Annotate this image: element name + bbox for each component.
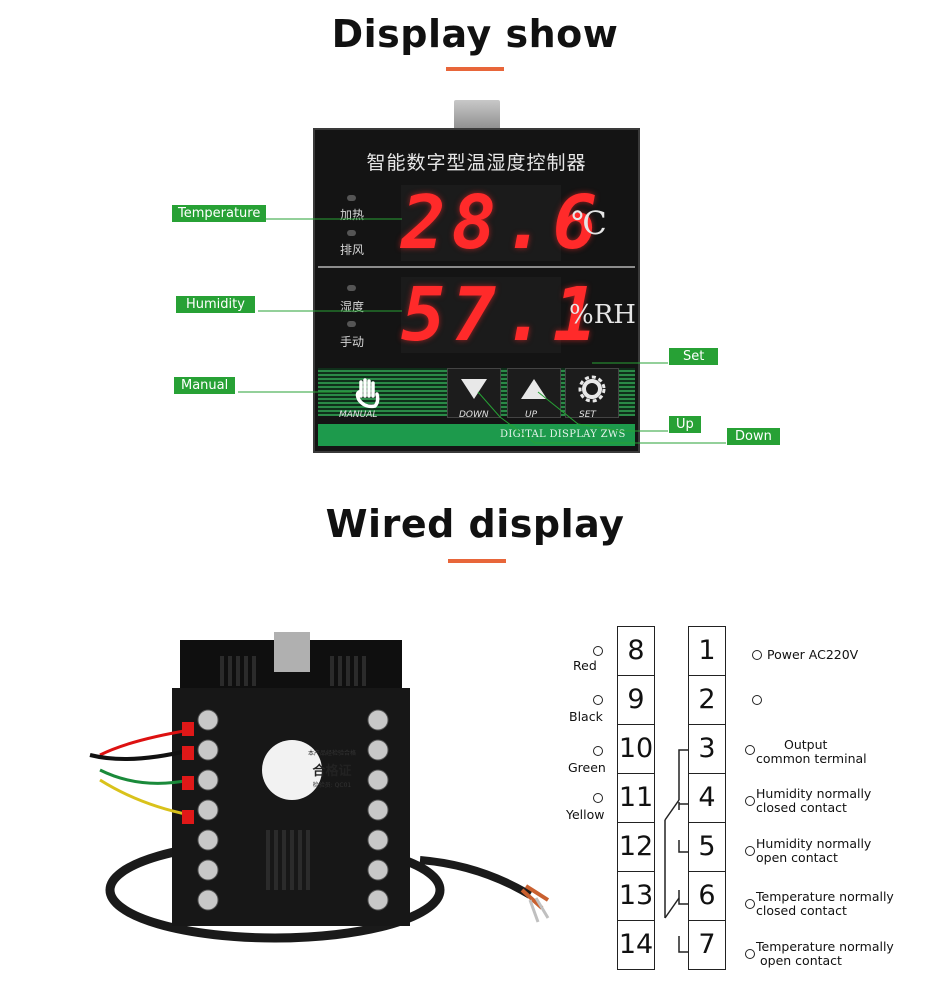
manual-button[interactable]	[325, 368, 425, 416]
wire-label-green: Green	[568, 760, 606, 775]
wire-label-red: Red	[573, 658, 597, 673]
label-temp-nc-1: Temperature normally	[756, 889, 894, 904]
terminal-13: 13	[617, 871, 655, 921]
brand-text: DIGITAL DISPLAY ZWS	[500, 429, 626, 440]
terminal-7: 7	[688, 920, 726, 970]
label-humidity-no-1: Humidity normally	[756, 836, 872, 851]
callout-leaders	[238, 218, 726, 444]
relay-contacts	[664, 749, 688, 953]
terminal-12: 12	[617, 822, 655, 872]
down-button[interactable]	[447, 368, 501, 418]
terminal-2: 2	[688, 675, 726, 725]
brand-strip	[318, 424, 635, 446]
certificate-label: 合格证	[312, 764, 352, 779]
terminal-9: 9	[617, 675, 655, 725]
terminal-10: 10	[617, 724, 655, 774]
led-indicator	[347, 321, 356, 327]
section-title-wired: Wired display	[325, 502, 625, 546]
terminal-3: 3	[688, 724, 726, 774]
triangle-down-icon	[461, 379, 487, 399]
set-label: SET	[579, 410, 596, 420]
label-temp-no-2: open contact	[760, 953, 842, 968]
led-indicator	[347, 195, 356, 201]
humidity-reading: 57.1	[401, 272, 604, 358]
title-underline	[446, 67, 504, 71]
label-output: Output	[784, 737, 828, 752]
mounting-bracket	[454, 100, 500, 132]
down-label: DOWN	[459, 410, 489, 420]
terminal-circle	[593, 746, 603, 756]
panel-divider	[318, 266, 635, 268]
humidity-display: 57.1	[401, 277, 597, 353]
title-underline	[448, 559, 506, 563]
led-label-manual: 手动	[340, 335, 365, 349]
terminal-circle	[745, 846, 755, 856]
terminal-6: 6	[688, 871, 726, 921]
set-button[interactable]	[565, 368, 619, 418]
gear-icon	[578, 375, 606, 403]
label-humidity-no-2: open contact	[756, 850, 838, 865]
label-temp-no-1: Temperature normally	[756, 939, 894, 954]
terminal-circle	[752, 695, 762, 705]
terminal-circle	[593, 646, 603, 656]
led-label-exhaust: 排风	[340, 243, 365, 257]
terminal-11: 11	[617, 773, 655, 823]
temperature-unit: ℃	[571, 204, 607, 242]
callout-set: Set	[669, 348, 719, 365]
up-label: UP	[525, 410, 538, 420]
callout-temperature: Temperature	[172, 205, 267, 222]
label-humidity-nc-2: closed contact	[756, 800, 847, 815]
label-humidity-nc-1: Humidity normally	[756, 786, 872, 801]
terminal-circle	[745, 796, 755, 806]
callout-humidity: Humidity	[176, 296, 255, 313]
label-common-terminal: common terminal	[756, 751, 867, 766]
wire-label-yellow: Yellow	[566, 807, 605, 822]
hand-icon	[355, 378, 380, 409]
terminal-circle	[752, 650, 762, 660]
temperature-reading: 28.6	[401, 180, 604, 266]
controller-front-panel: 智能数字型温湿度控制器 加热 排风 湿度 手动 28.6 ℃ 57.1 %RH …	[313, 128, 640, 453]
terminal-circle	[745, 949, 755, 959]
terminal-8: 8	[617, 626, 655, 676]
label-power: Power AC220V	[767, 647, 859, 662]
terminal-14: 14	[617, 920, 655, 970]
terminal-circle	[593, 793, 603, 803]
callout-manual: Manual	[174, 377, 236, 394]
temperature-display: 28.6	[401, 185, 597, 261]
wire-label-black: Black	[569, 709, 603, 724]
terminal-circle	[593, 695, 603, 705]
led-indicator	[347, 285, 356, 291]
terminal-4: 4	[688, 773, 726, 823]
callout-up: Up	[669, 416, 701, 433]
section-title-display: Display show	[331, 12, 619, 56]
certificate-top-text: 本产品经检验合格	[307, 750, 356, 757]
callout-down: Down	[727, 428, 780, 445]
controller-rear-photo	[89, 632, 550, 943]
terminal-circle	[745, 745, 755, 755]
terminal-1: 1	[688, 626, 726, 676]
controller-name: 智能数字型温湿度控制器	[366, 152, 587, 174]
humidity-unit: %RH	[569, 300, 636, 330]
label-temp-nc-2: closed contact	[756, 903, 847, 918]
terminal-circle	[745, 899, 755, 909]
led-indicator	[347, 230, 356, 236]
certificate-inspector: 检验员: QC01	[312, 782, 352, 789]
manual-label: MANUAL	[339, 410, 378, 420]
